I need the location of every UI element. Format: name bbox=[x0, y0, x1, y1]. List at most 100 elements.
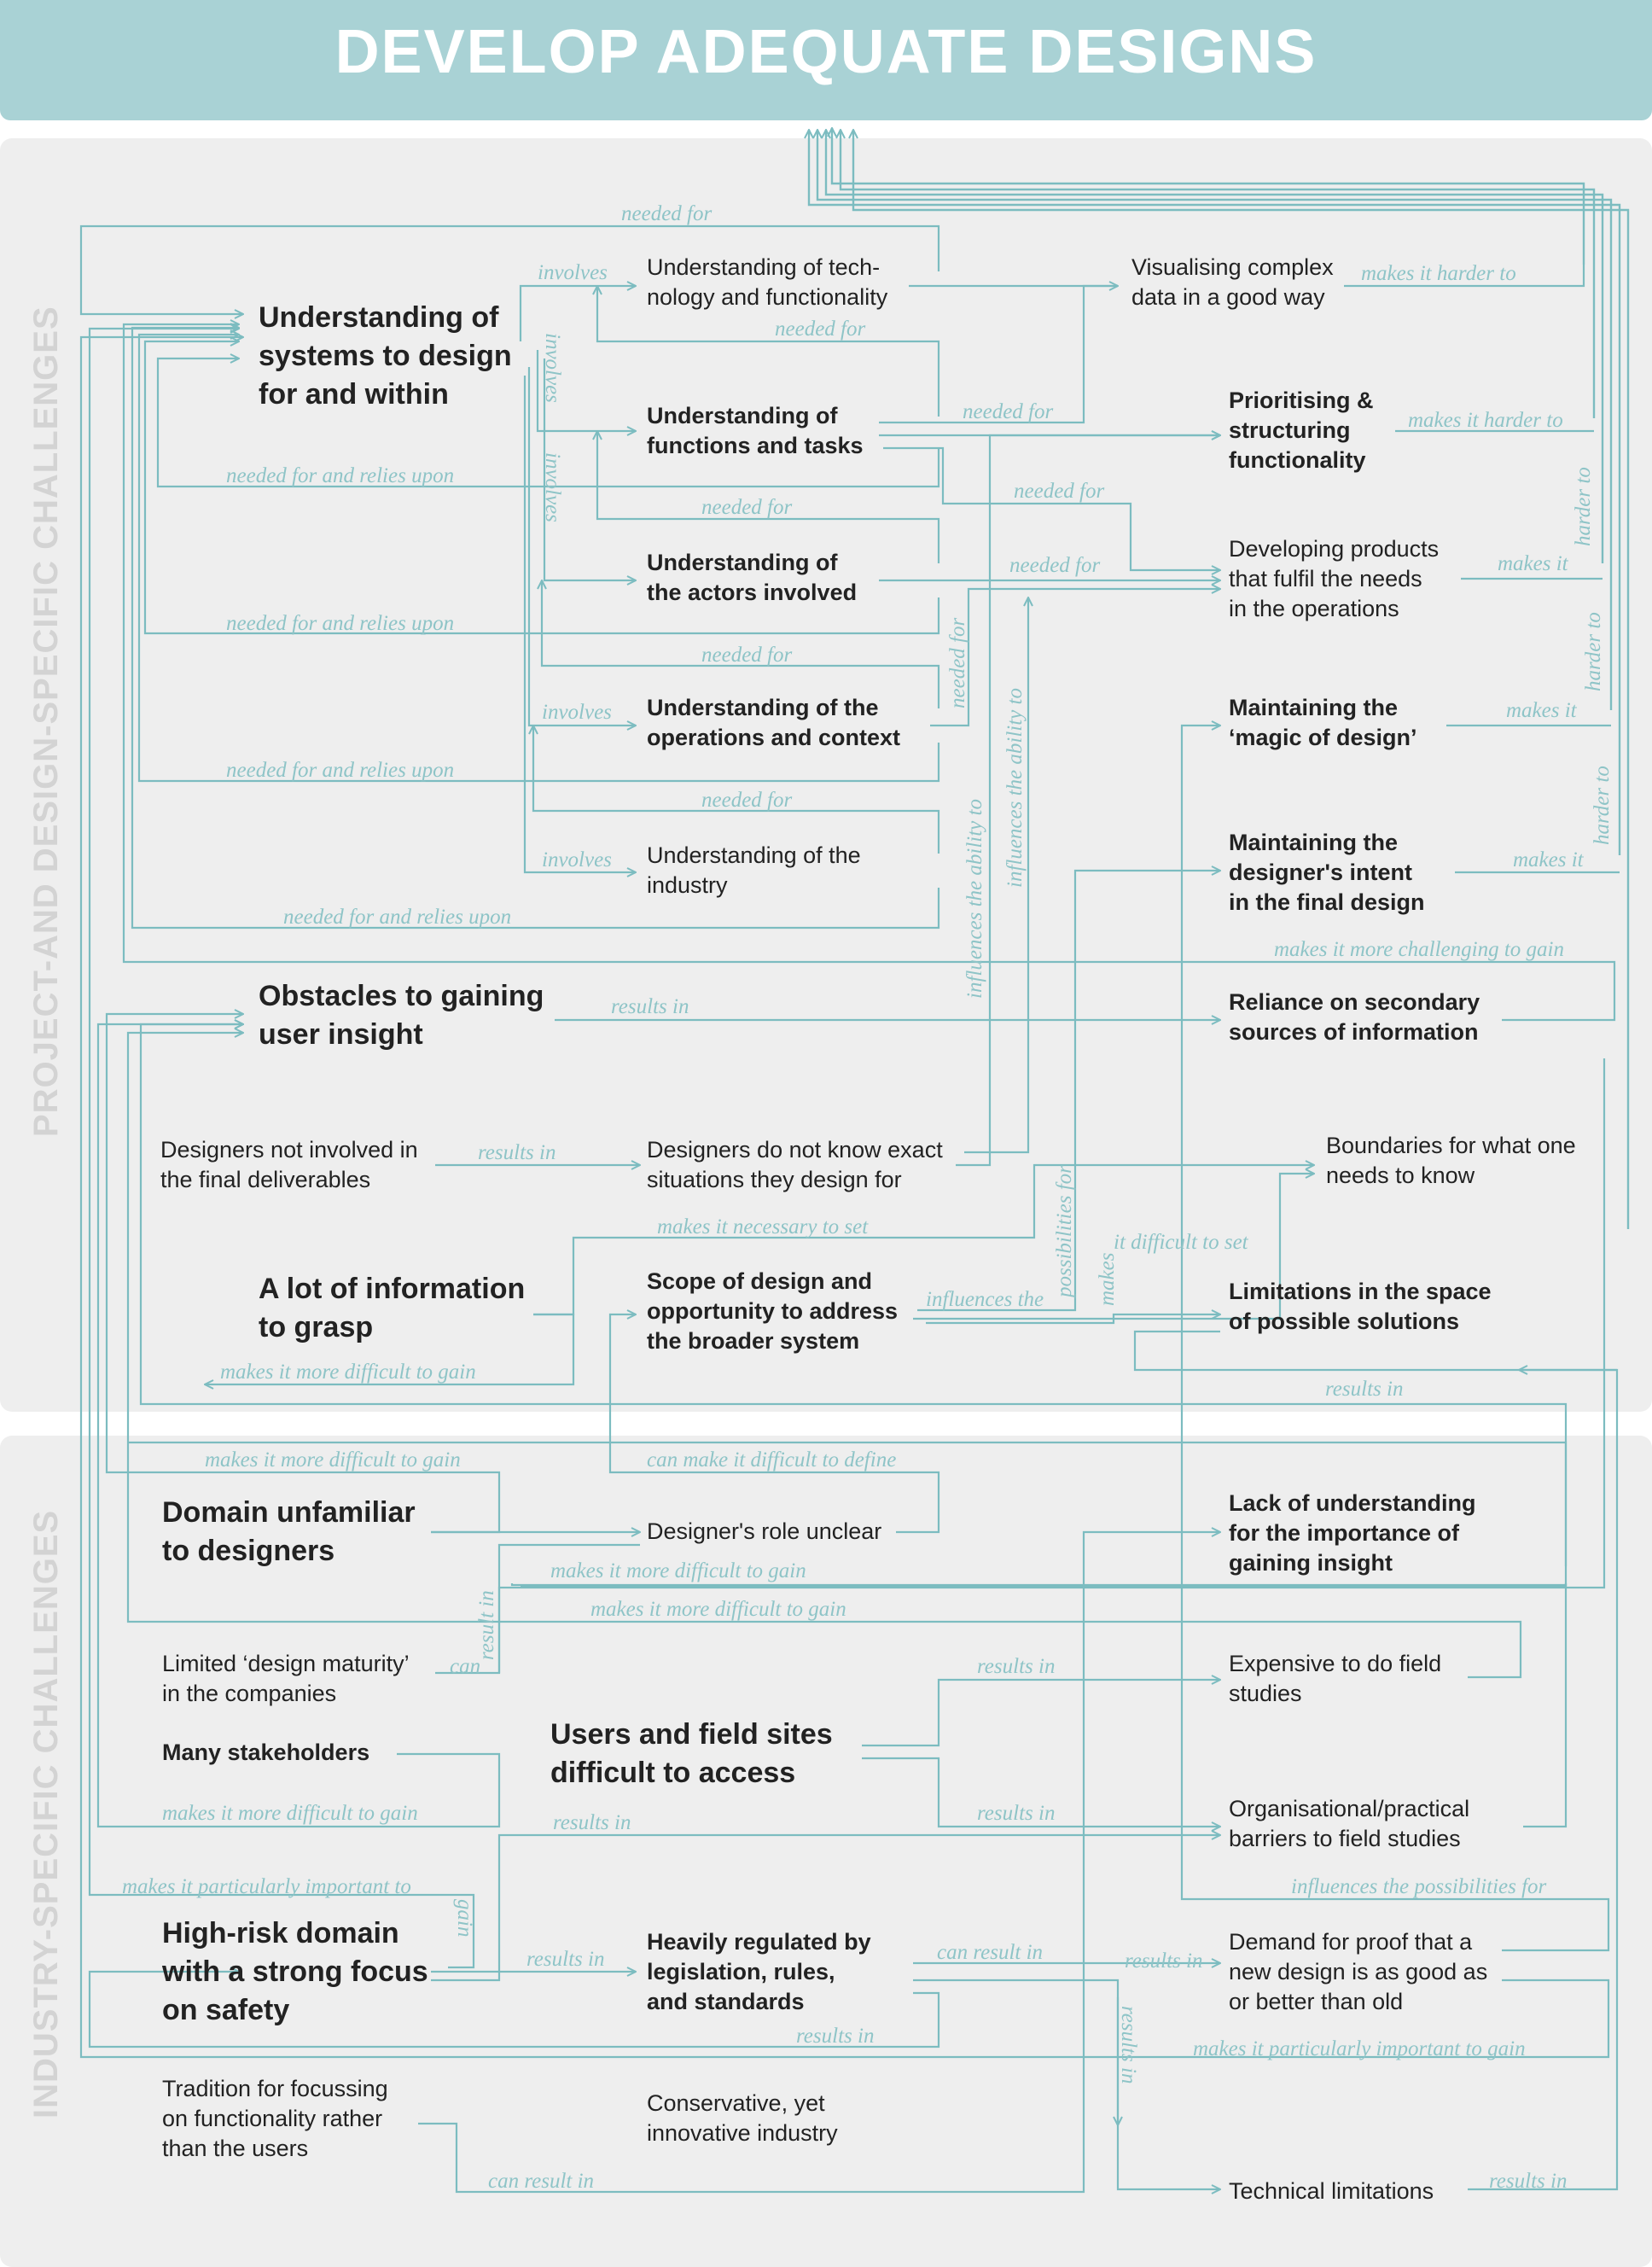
node-understanding-operations: Understanding of the operations and cont… bbox=[647, 695, 901, 750]
edge-label: needed for bbox=[701, 789, 792, 812]
page-title: DEVELOP ADEQUATE DESIGNS bbox=[334, 18, 1318, 86]
edge-label: makes it bbox=[1498, 552, 1569, 575]
node-organisational-barriers: Organisational/practical barriers to fie… bbox=[1229, 1796, 1470, 1851]
node-understanding-industry: Understanding of the industry bbox=[647, 842, 861, 898]
edge-label: results in bbox=[1325, 1378, 1403, 1401]
edge-label: involves bbox=[542, 848, 612, 871]
node-demand-for-proof: Demand for proof that a new design is as… bbox=[1229, 1929, 1488, 2014]
edge-label: can make it difficult to define bbox=[647, 1448, 896, 1472]
edge-label: can result in bbox=[937, 1941, 1043, 1964]
link-needed-for bbox=[597, 431, 940, 563]
edge-label: results in bbox=[1125, 1949, 1202, 1973]
node-heavily-regulated: Heavily regulated by legislation, rules,… bbox=[647, 1929, 871, 2014]
link-needed-relies bbox=[137, 335, 940, 783]
node-scope-of-design: Scope of design and opportunity to addre… bbox=[647, 1268, 899, 1354]
edge-label: possibilities for bbox=[1053, 1165, 1076, 1299]
link-stakeholders-obstacles bbox=[96, 1024, 501, 1828]
link-to-goal bbox=[817, 130, 1613, 710]
node-expensive-field-studies: Expensive to do field studies bbox=[1229, 1651, 1442, 1706]
link-needed-for bbox=[533, 726, 940, 854]
edge-label: needed for bbox=[775, 318, 865, 341]
node-a-lot-of-information: A lot of information to grasp bbox=[259, 1273, 526, 1343]
link-technical-limitations bbox=[1133, 1330, 1617, 1372]
link-tradition-lack bbox=[418, 1532, 1220, 2194]
link-needed-for bbox=[79, 224, 940, 314]
link-to-goal bbox=[841, 130, 1596, 418]
link-reliance-systems bbox=[122, 324, 1616, 1022]
node-designers-intent: Maintaining the designer's intent in the… bbox=[1229, 830, 1425, 915]
edge-label: makes it more challenging to gain bbox=[1274, 938, 1564, 961]
edge-label: makes it bbox=[1513, 848, 1585, 871]
link-to-goal bbox=[832, 128, 1585, 265]
node-designers-do-not-know: Designers do not know exact situations t… bbox=[647, 1137, 943, 1192]
node-role-unclear: Designer's role unclear bbox=[647, 1518, 882, 1544]
link-barriers-obstacles bbox=[128, 1441, 1568, 1828]
edge-label: harder to bbox=[1582, 612, 1605, 691]
node-technical-limitations: Technical limitations bbox=[1229, 2178, 1434, 2204]
edge-label: makes it bbox=[1506, 699, 1578, 722]
link-functions-developing bbox=[883, 446, 1220, 570]
link-users-barriers bbox=[862, 1757, 1220, 1827]
edge-label: results in bbox=[977, 1655, 1055, 1678]
edge-label: results in bbox=[526, 1948, 604, 1971]
edge-label: involves bbox=[542, 701, 612, 724]
link-info-obstacles bbox=[205, 1313, 575, 1384]
edge-label: needed for bbox=[1009, 554, 1100, 577]
edge-label: needed for bbox=[946, 618, 969, 708]
edge-label: results in bbox=[553, 1811, 631, 1834]
link-regulated-highrisk bbox=[88, 1972, 940, 2048]
edge-label: results in bbox=[478, 1141, 556, 1164]
link-involves bbox=[536, 350, 636, 431]
node-visualising-data: Visualising complex data in a good way bbox=[1131, 254, 1334, 310]
edge-label: gain bbox=[453, 1899, 476, 1937]
edge-label: makes it more difficult to gain bbox=[220, 1361, 476, 1384]
link-functions-visualising bbox=[879, 284, 1118, 424]
node-users-field-sites: Users and field sites difficult to acces… bbox=[550, 1718, 833, 1789]
node-high-risk-domain: High-risk domain with a strong focus on … bbox=[162, 1917, 428, 2026]
edge-label: makes bbox=[1096, 1253, 1119, 1306]
edge-label: makes it necessary to set bbox=[657, 1215, 869, 1238]
edge-label: involves bbox=[541, 452, 564, 522]
edge-label: results in bbox=[611, 995, 689, 1018]
edge-label: makes it particularly important to gain bbox=[1193, 2037, 1526, 2060]
edge-label: makes it particularly important to bbox=[122, 1875, 411, 1898]
edge-label: needed for and relies upon bbox=[226, 612, 454, 635]
link-lack-obstacles bbox=[510, 1583, 1568, 1587]
edge-label: influences the possibilities for bbox=[1291, 1875, 1547, 1898]
link-to-goal bbox=[853, 130, 1630, 1229]
link-scope-boundaries bbox=[913, 1174, 1314, 1320]
link-regulated-technical bbox=[913, 1979, 1220, 2189]
node-magic-of-design: Maintaining the ‘magic of design’ bbox=[1229, 695, 1417, 750]
node-boundaries: Boundaries for what one needs to know bbox=[1326, 1133, 1576, 1188]
link-to-goal bbox=[826, 130, 1604, 563]
industry-specific-panel bbox=[0, 1436, 1652, 2267]
edge-label: needed for and relies upon bbox=[226, 464, 454, 487]
link-users-expensive bbox=[862, 1680, 1220, 1747]
edge-label: makes it more difficult to gain bbox=[590, 1598, 846, 1621]
edge-label: makes it more difficult to gain bbox=[162, 1802, 418, 1825]
edge-label: results in bbox=[1117, 2006, 1140, 2083]
link-notknow-developing bbox=[956, 435, 1220, 1167]
edge-label: influences the ability to bbox=[1003, 688, 1027, 888]
edge-label: involves bbox=[538, 261, 608, 284]
edge-label: can bbox=[450, 1655, 480, 1678]
node-obstacles-user-insight: Obstacles to gaining user insight bbox=[259, 980, 544, 1051]
edge-label: makes it more difficult to gain bbox=[550, 1559, 806, 1582]
edge-label: it difficult to set bbox=[1114, 1231, 1249, 1254]
edge-label: influences the bbox=[926, 1288, 1044, 1311]
link-needed-relies bbox=[143, 341, 940, 635]
edge-label: needed for bbox=[963, 400, 1053, 423]
node-many-stakeholders: Many stakeholders bbox=[162, 1740, 370, 1765]
edge-label: involves bbox=[541, 333, 564, 403]
link-scope-intent bbox=[917, 871, 1220, 1312]
edge-label: result in bbox=[475, 1590, 498, 1660]
link-needed-for bbox=[597, 286, 940, 417]
edge-label: influences the ability to bbox=[963, 799, 986, 999]
link-maturity-role bbox=[497, 1543, 640, 1673]
edge-label: needed for and relies upon bbox=[283, 906, 511, 929]
edge-label: results in bbox=[796, 2025, 874, 2048]
edge-label: results in bbox=[1489, 2170, 1567, 2193]
edge-label: needed for bbox=[701, 496, 792, 519]
node-prioritising: Prioritising & structuring functionality bbox=[1229, 388, 1374, 473]
